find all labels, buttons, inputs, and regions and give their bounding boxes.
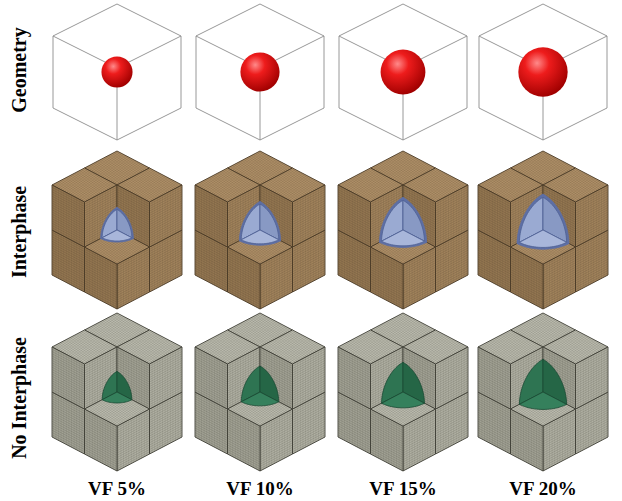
- particle-section: [241, 392, 278, 406]
- mesh-face: [478, 347, 511, 409]
- mesh-lines: [338, 186, 371, 246]
- mesh-face: [293, 347, 326, 409]
- mesh-lines: [229, 231, 291, 263]
- mesh-face: [576, 185, 609, 247]
- mesh-lines: [293, 186, 326, 246]
- meshed-cube: [52, 313, 182, 471]
- mesh-lines: [436, 348, 469, 408]
- mesh-lines: [150, 348, 183, 408]
- mesh-lines: [86, 393, 148, 425]
- particle-section: [239, 230, 280, 245]
- row-label: Geometry: [9, 27, 29, 113]
- particle-section: [102, 230, 132, 241]
- mesh-face: [228, 392, 293, 426]
- cube-outline: [339, 4, 467, 140]
- mesh-face: [576, 347, 609, 409]
- mesh-lines: [478, 348, 511, 408]
- column-label: VF 20%: [509, 479, 576, 498]
- particle-sphere: [101, 56, 132, 87]
- particle-section: [382, 392, 425, 408]
- mesh-lines: [52, 186, 85, 246]
- particle-sphere: [518, 47, 567, 96]
- mesh-lines: [195, 186, 228, 246]
- mesh-face: [436, 347, 469, 409]
- particle-sphere: [381, 50, 426, 95]
- mesh-face: [436, 185, 469, 247]
- meshed-cube: [338, 313, 468, 471]
- mesh-face: [150, 347, 183, 409]
- mesh-lines: [478, 186, 511, 246]
- mesh-face: [371, 392, 436, 426]
- row-label: Interphase: [9, 186, 29, 278]
- mesh-face: [85, 392, 150, 426]
- meshed-cube: [195, 151, 325, 309]
- cube-outline: [479, 4, 607, 140]
- meshed-cube: [52, 151, 182, 309]
- cube-outline: [196, 4, 324, 140]
- mesh-lines: [150, 186, 183, 246]
- meshed-cube: [478, 151, 608, 309]
- particle-sphere: [240, 52, 279, 91]
- cube-outline: [53, 4, 181, 140]
- mesh-lines: [436, 186, 469, 246]
- mesh-face: [52, 347, 85, 409]
- particle-section: [382, 230, 425, 246]
- mesh-lines: [229, 393, 291, 425]
- mesh-lines: [293, 348, 326, 408]
- particle-section: [379, 230, 426, 247]
- mesh-lines: [372, 393, 434, 425]
- column-label: VF 10%: [226, 479, 293, 498]
- mesh-face: [228, 230, 293, 264]
- mesh-face: [195, 347, 228, 409]
- mesh-lines: [52, 348, 85, 408]
- mesh-face: [150, 185, 183, 247]
- mesh-lines: [576, 186, 609, 246]
- particle-section: [519, 392, 566, 409]
- wireframe-cube: [53, 4, 181, 140]
- mesh-face: [338, 347, 371, 409]
- mesh-lines: [195, 348, 228, 408]
- mesh-face: [85, 230, 150, 264]
- particle-section: [517, 230, 569, 249]
- mesh-face: [478, 185, 511, 247]
- mesh-face: [293, 185, 326, 247]
- mesh-face: [338, 185, 371, 247]
- meshed-cube: [195, 313, 325, 471]
- mesh-lines: [338, 348, 371, 408]
- particle-section: [241, 230, 278, 244]
- meshed-cube: [338, 151, 468, 309]
- column-label: VF 5%: [88, 479, 146, 498]
- mesh-face: [195, 185, 228, 247]
- particle-section: [102, 392, 132, 403]
- column-label: VF 15%: [369, 479, 436, 498]
- particle-section: [101, 230, 134, 242]
- particle-section: [519, 230, 566, 247]
- wireframe-cube: [196, 4, 324, 140]
- mesh-lines: [576, 348, 609, 408]
- meshed-cube: [478, 313, 608, 471]
- mesh-face: [52, 185, 85, 247]
- mesh-lines: [86, 231, 148, 263]
- wireframe-cube: [339, 4, 467, 140]
- row-label: No Interphase: [9, 337, 29, 459]
- wireframe-cube: [479, 4, 607, 140]
